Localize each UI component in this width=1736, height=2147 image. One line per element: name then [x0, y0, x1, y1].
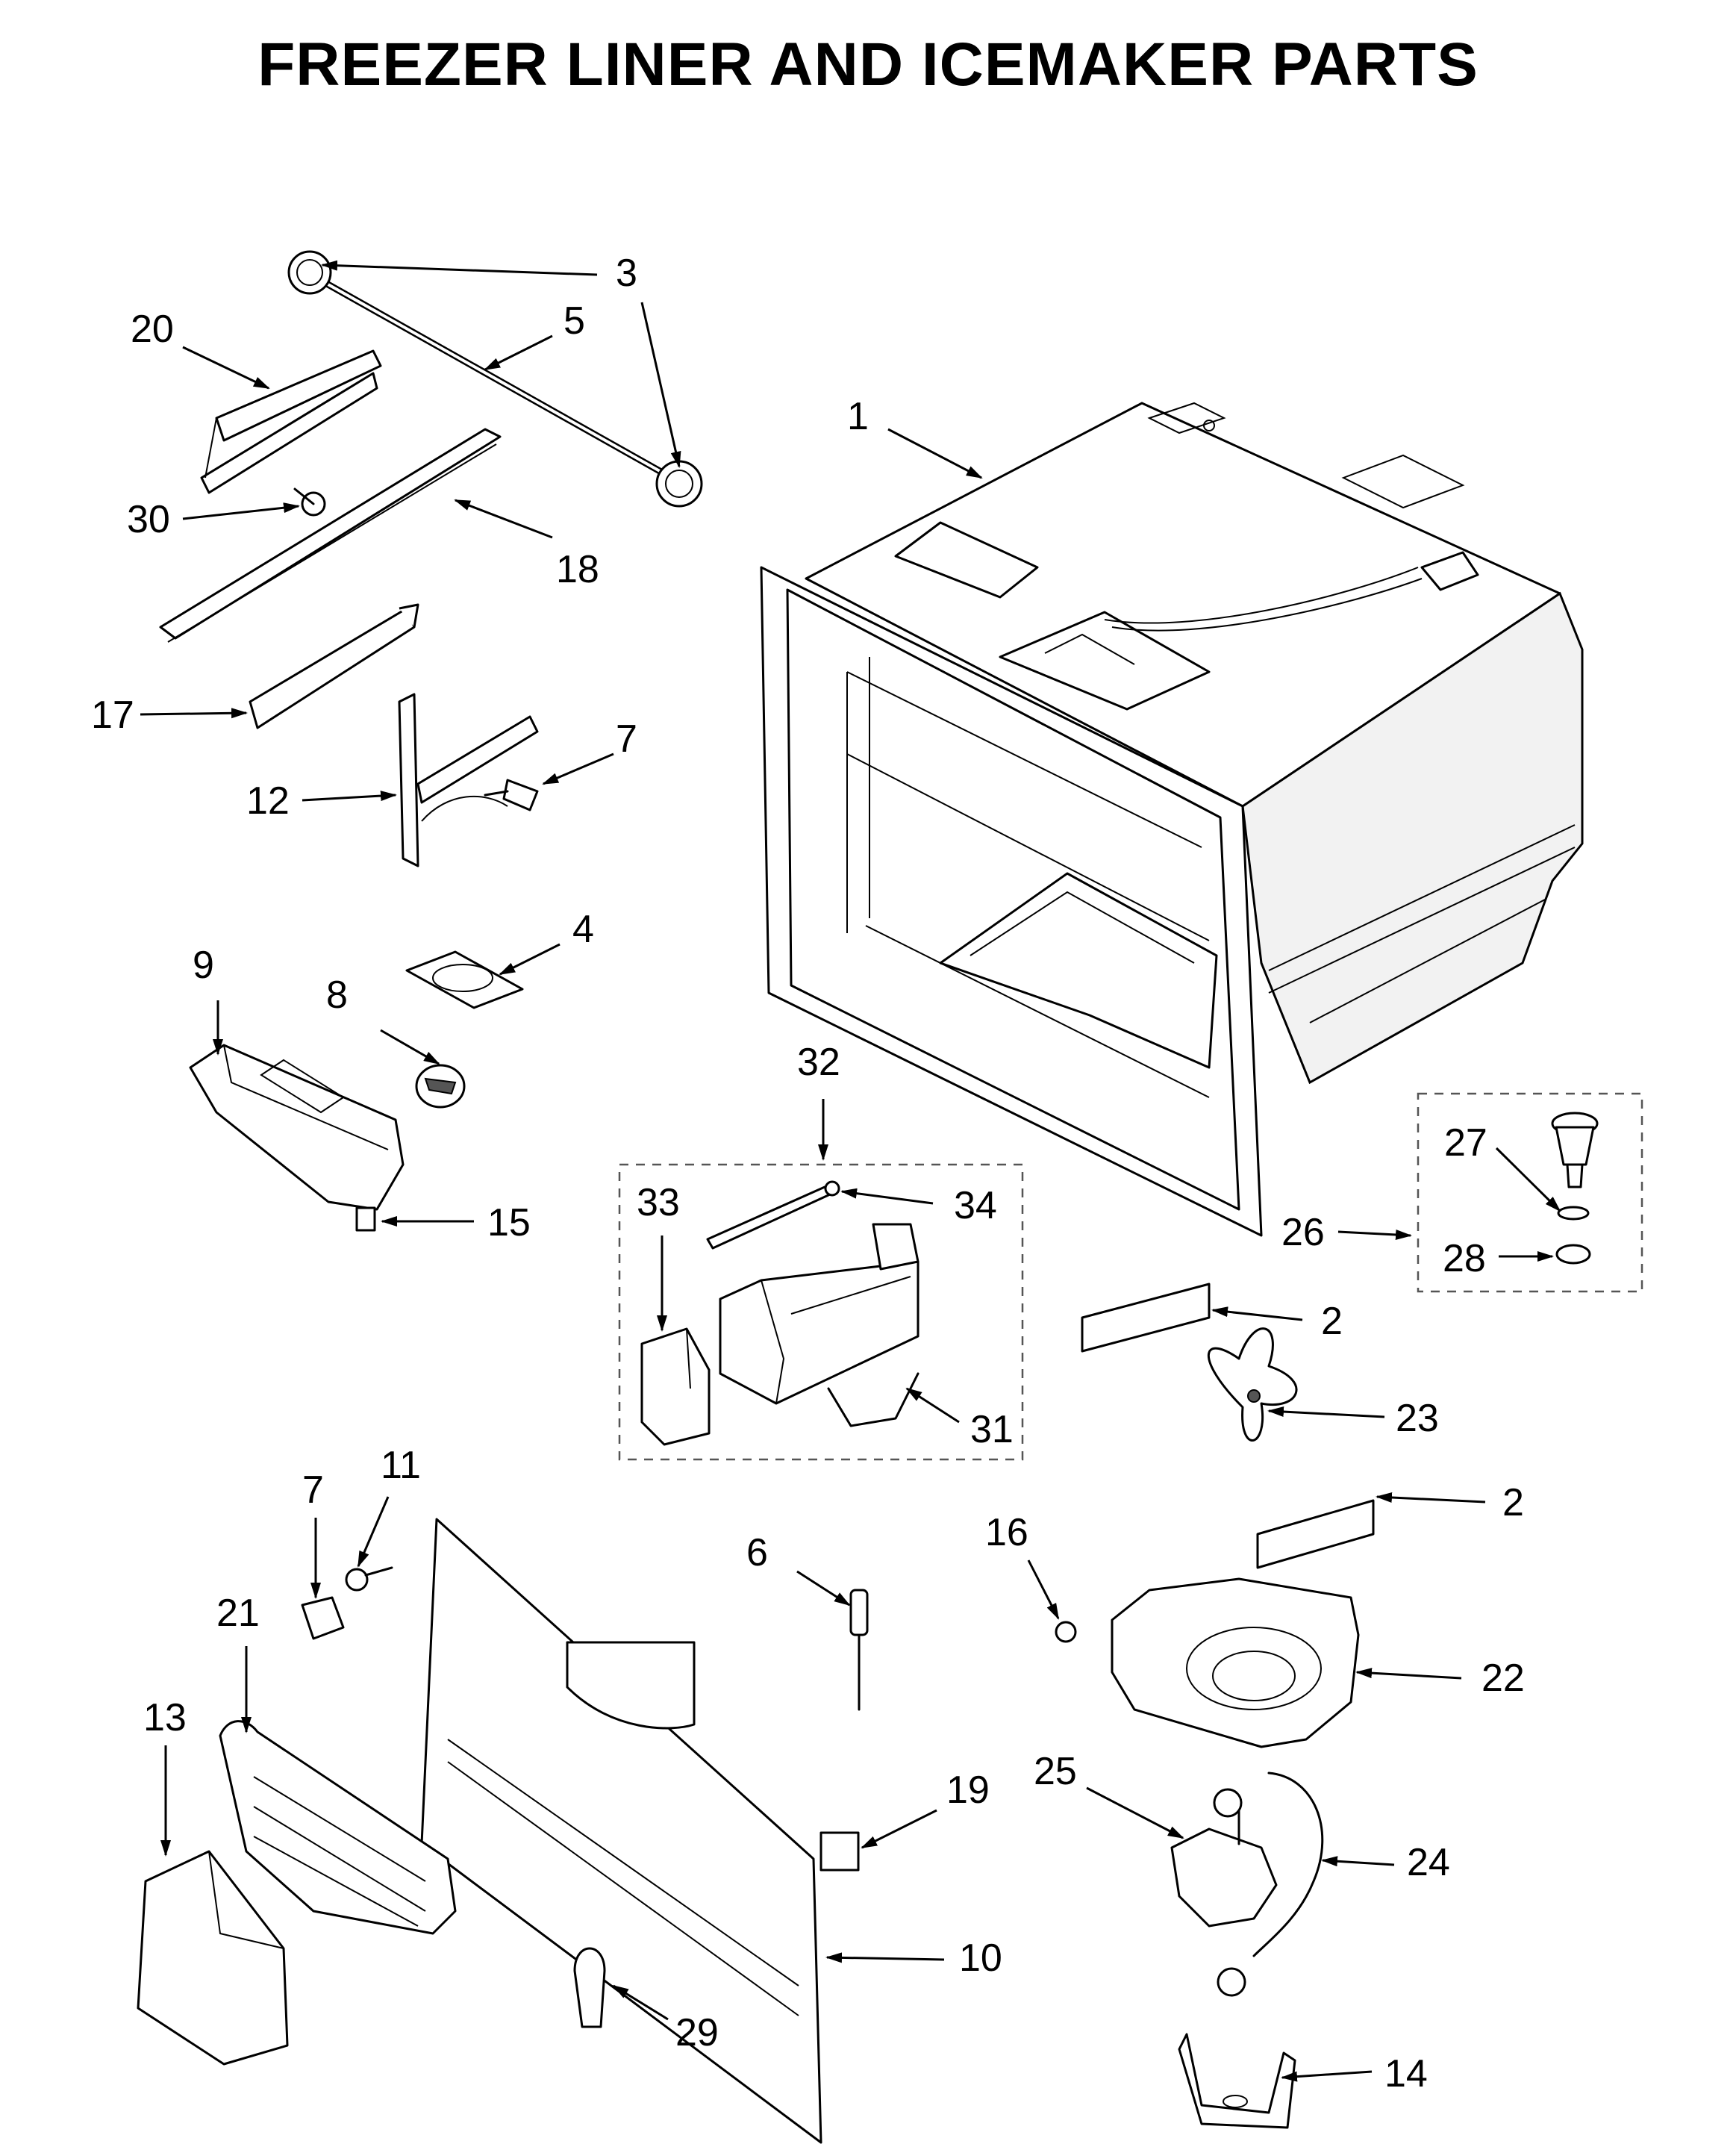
- part-icemaker-assembly: [719, 1223, 919, 1405]
- part-14-cover: [137, 1850, 289, 2066]
- callout-3-top: 3: [616, 252, 637, 295]
- part-7-bracket: [301, 1596, 345, 1640]
- part-20-foam-strip: [819, 1831, 860, 1872]
- part-28-fitting: [1551, 1112, 1599, 1188]
- icemaker-kit-box: [618, 1163, 1024, 1461]
- part-22-grille: [219, 1720, 457, 1935]
- part-10-ice-housing: [189, 1044, 405, 1211]
- part-27-kit-box: [1417, 1092, 1643, 1293]
- callout-24: 23: [1396, 1397, 1439, 1440]
- callout-16: 15: [487, 1201, 531, 1244]
- part-26-fan-motor: [1170, 1788, 1278, 1928]
- callout-18: 17: [91, 694, 134, 737]
- callout-14: 13: [143, 1696, 187, 1739]
- part-1-freezer-liner: [760, 402, 1584, 1237]
- part-30-clip: [573, 1947, 606, 2028]
- part-34-control-cover: [640, 1327, 711, 1446]
- page-title: FREEZER LINER AND ICEMAKER PARTS: [257, 31, 1479, 99]
- part-31-screw: [293, 487, 326, 517]
- part-18-rail-bracket: [249, 603, 419, 729]
- part-3-5-shaft-gears: [287, 250, 703, 508]
- callout-22: 21: [216, 1592, 260, 1635]
- part-2b-insulation: [1256, 1499, 1375, 1569]
- callout-29: 28: [1443, 1237, 1486, 1280]
- callout-9: 8: [326, 973, 348, 1017]
- callout-17: 16: [985, 1511, 1028, 1554]
- callout-8: 7: [616, 717, 637, 761]
- callout-labels: 3 5 20 1 30 18 17 7 12 4 9 8 32 33 34 15…: [91, 252, 1525, 2095]
- callout-27: 26: [1281, 1211, 1325, 1254]
- callout-26: 25: [1034, 1750, 1077, 1793]
- callout-11: 10: [959, 1936, 1002, 1980]
- leader-lines: [140, 260, 1561, 2082]
- part-29-seal: [1555, 1206, 1591, 1265]
- callout-35: 34: [954, 1184, 997, 1227]
- callout-28: 27: [1444, 1121, 1487, 1165]
- part-25-wire: [1252, 1771, 1324, 1957]
- part-17-screw: [1055, 1621, 1077, 1643]
- callout-10: 9: [193, 944, 214, 987]
- callout-19: 18: [556, 548, 599, 591]
- callout-12: 11: [381, 1444, 421, 1487]
- part-4-cover-plate: [405, 950, 524, 1009]
- callout-20: 19: [946, 1769, 990, 1812]
- callout-2-upper: 2: [1321, 1300, 1343, 1343]
- callout-21: 20: [131, 308, 174, 351]
- part-16-clip: [355, 1206, 376, 1232]
- part-9-motor: [415, 1064, 466, 1109]
- callout-5: 5: [563, 299, 585, 343]
- callout-15: 14: [1384, 2052, 1428, 2095]
- part-2a-insulation: [1081, 1283, 1211, 1353]
- callout-34: 33: [637, 1181, 680, 1224]
- callout-32: 31: [970, 1408, 1014, 1451]
- part-6-thermistor: [849, 1589, 869, 1711]
- callout-6: 6: [746, 1531, 768, 1574]
- callout-25: 24: [1407, 1841, 1450, 1884]
- part-15-motor-bracket: [1178, 1967, 1296, 2129]
- callout-23: 22: [1481, 1657, 1525, 1700]
- part-13-bracket: [398, 693, 539, 867]
- part-8-screw: [484, 779, 539, 811]
- part-24-fan-blade: [1207, 1327, 1298, 1442]
- part-23-fan-shroud: [1111, 1577, 1360, 1748]
- part-11-back-panel: [420, 1518, 822, 2144]
- callout-4: 4: [572, 908, 594, 951]
- part-21-rail-bracket: [200, 349, 382, 494]
- callout-7: 7: [302, 1468, 324, 1512]
- part-35-wire-harness: [706, 1180, 840, 1250]
- callout-1: 1: [847, 395, 869, 438]
- callout-31: 30: [127, 498, 170, 541]
- callout-33: 32: [797, 1041, 840, 1084]
- part-12-screw: [345, 1566, 393, 1592]
- callout-30: 29: [675, 2011, 719, 2054]
- callout-13: 12: [246, 779, 290, 823]
- callout-2-lower: 2: [1502, 1481, 1524, 1524]
- part-19-slide-rail: [159, 428, 502, 643]
- part-32-bail-arm: [827, 1372, 919, 1427]
